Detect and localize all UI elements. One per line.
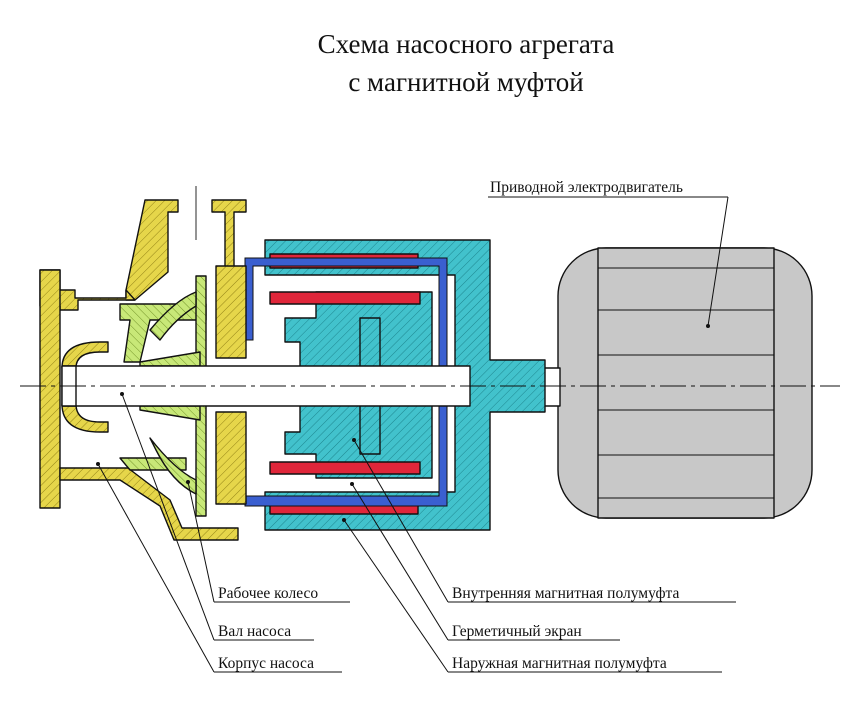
- sealed-shield: [244, 257, 448, 507]
- impeller: [119, 275, 207, 517]
- label-shield: Герметичный экран: [452, 623, 582, 640]
- label-impeller: Рабочее колесо: [218, 585, 318, 602]
- outer-coupling-housing: [264, 239, 546, 531]
- label-inner-coupling: Внутренняя магнитная полумуфта: [452, 585, 679, 602]
- title-line-1: Схема насосного агрегата: [318, 29, 615, 59]
- inner-magnet-bottom: [269, 461, 421, 475]
- pump-casing: [39, 199, 247, 541]
- title-line-2: с магнитной муфтой: [348, 67, 583, 97]
- label-outer-coupling: Наружная магнитная полумуфта: [452, 655, 667, 672]
- leader-lines: [96, 196, 736, 673]
- electric-motor: [557, 247, 813, 519]
- label-motor: Приводной электродвигатель: [490, 179, 683, 196]
- label-casing: Корпус насоса: [218, 655, 314, 672]
- inner-magnet-top: [269, 291, 421, 305]
- label-shaft: Вал насоса: [218, 623, 291, 640]
